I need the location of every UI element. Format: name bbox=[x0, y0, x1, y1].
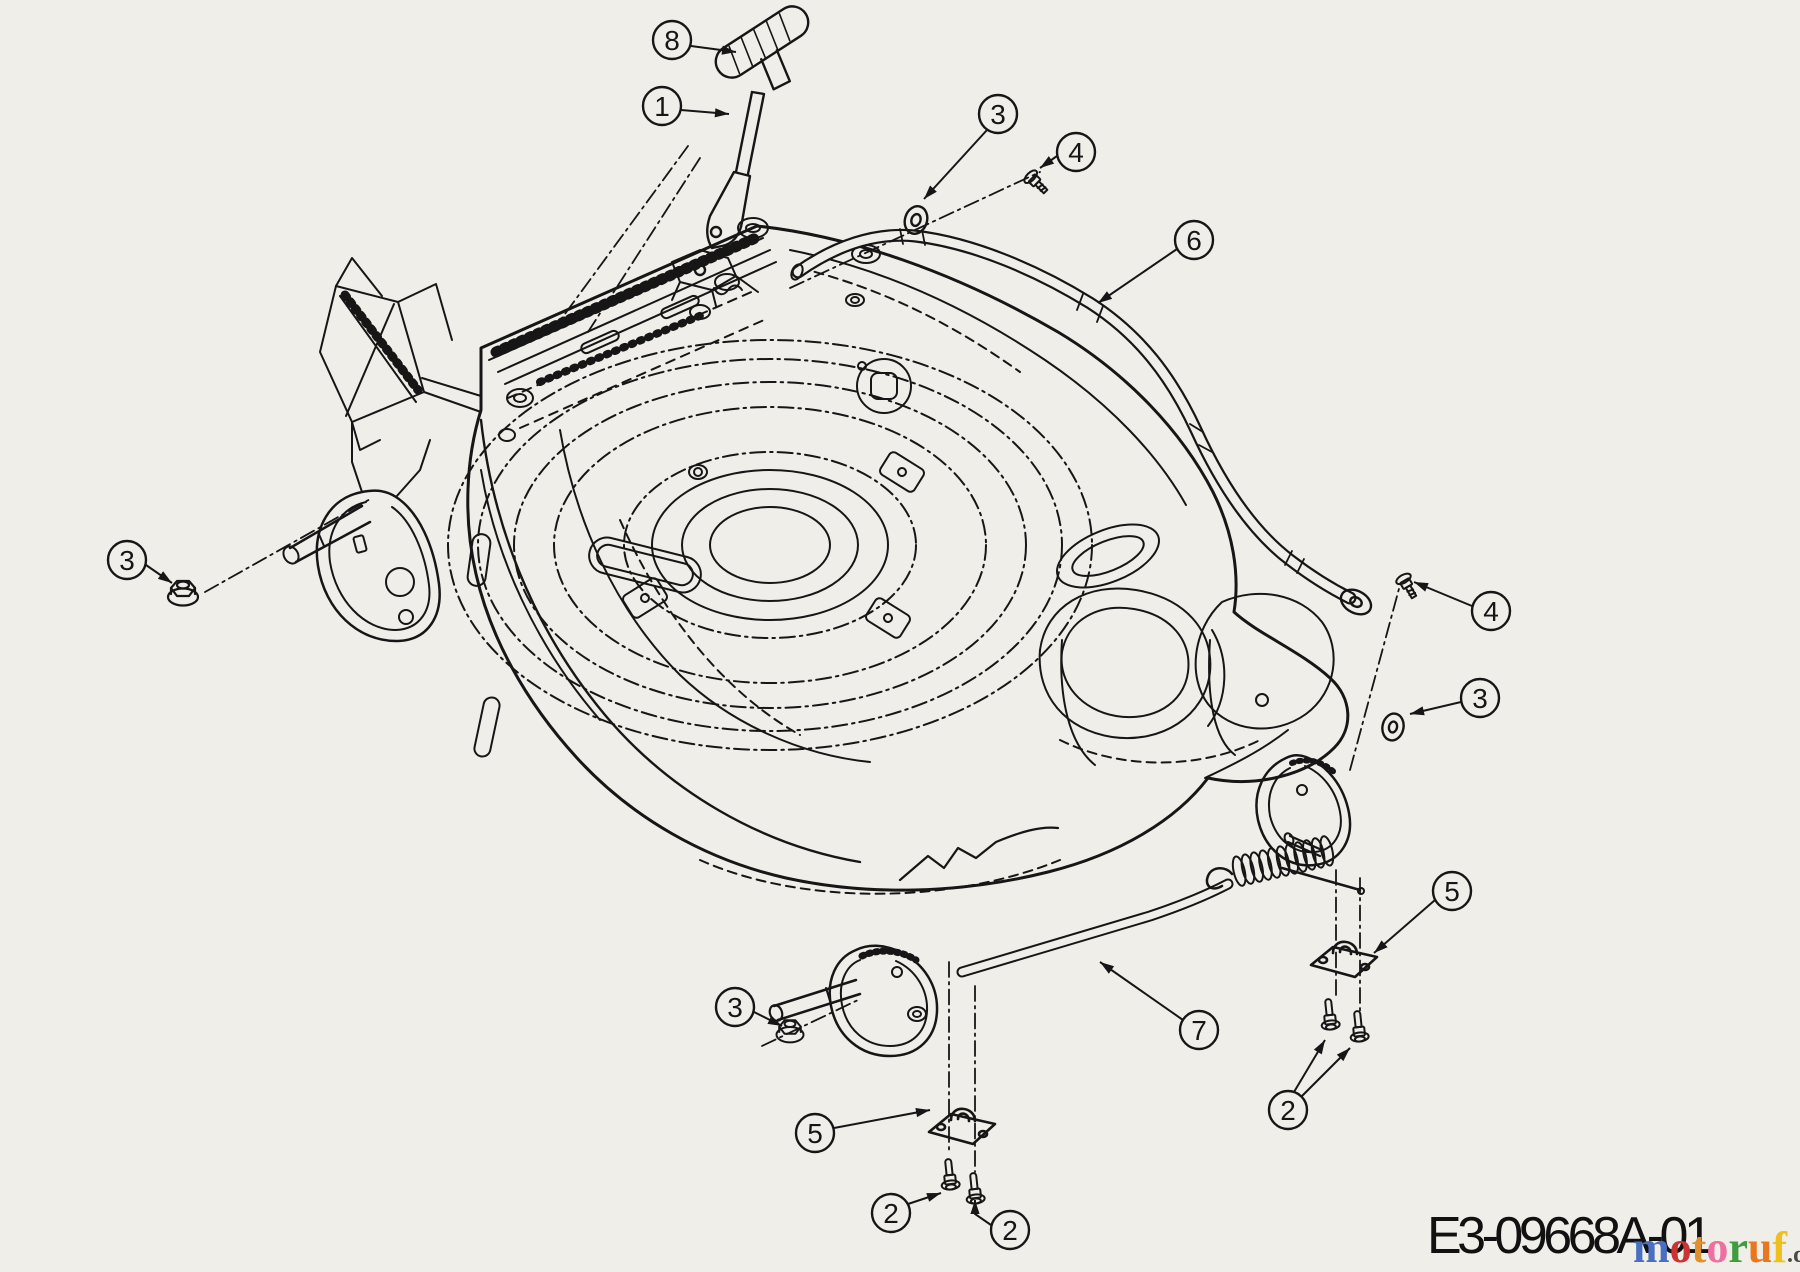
lower-rod-assembly bbox=[768, 753, 1365, 1058]
callout-3: 3 bbox=[1409, 677, 1501, 719]
callout-circle bbox=[1459, 677, 1501, 719]
callout-circle bbox=[870, 1192, 912, 1234]
callout-circle bbox=[1267, 1089, 1309, 1131]
callout-circle bbox=[989, 1209, 1031, 1251]
shift-lever bbox=[561, 90, 766, 333]
handle-bracket bbox=[204, 257, 482, 643]
callout-number: 5 bbox=[807, 1118, 823, 1149]
callout-number: 5 bbox=[1444, 876, 1460, 907]
rear-housing bbox=[1038, 523, 1335, 779]
callout-number: 2 bbox=[1280, 1095, 1296, 1126]
callout-number: 3 bbox=[727, 992, 743, 1023]
callout-5: 5 bbox=[1373, 870, 1473, 954]
callouts-layer: 8 1 3 4 6 3 4 3 5 3 7 2 5 2 2 bbox=[106, 19, 1512, 1251]
callout-circle bbox=[1470, 590, 1512, 632]
hardware bbox=[166, 167, 1422, 1206]
callout-number: 3 bbox=[1472, 683, 1488, 714]
callout-2: 2 bbox=[1267, 1039, 1351, 1131]
callout-number: 6 bbox=[1186, 225, 1202, 256]
deck-details bbox=[466, 217, 912, 758]
callout-circle bbox=[977, 93, 1019, 135]
callout-circle bbox=[641, 85, 683, 127]
callout-number: 2 bbox=[1002, 1215, 1018, 1246]
handle-rod bbox=[790, 228, 1373, 616]
callout-circle bbox=[714, 986, 756, 1028]
callout-circle bbox=[1178, 1009, 1220, 1051]
callout-2: 2 bbox=[970, 1200, 1031, 1251]
callout-number: 1 bbox=[654, 91, 670, 122]
blade-hub-rings bbox=[447, 339, 1093, 751]
washer-right bbox=[1381, 712, 1405, 742]
callout-circle bbox=[1055, 131, 1097, 173]
callout-4: 4 bbox=[1039, 131, 1097, 173]
center-lines bbox=[761, 171, 1401, 1173]
part-number: E3-09668A-01 bbox=[1427, 1207, 1711, 1265]
callout-number: 7 bbox=[1191, 1015, 1207, 1046]
watermark: motoruf.de bbox=[1633, 1223, 1800, 1272]
callout-circle bbox=[1173, 219, 1215, 261]
callout-circle bbox=[1431, 870, 1473, 912]
callout-number: 4 bbox=[1068, 137, 1084, 168]
washer-top bbox=[903, 205, 929, 235]
callout-circle bbox=[651, 19, 693, 61]
callout-6: 6 bbox=[1097, 219, 1215, 304]
callout-8: 8 bbox=[651, 19, 737, 61]
callout-number: 2 bbox=[883, 1198, 899, 1229]
callout-2: 2 bbox=[870, 1192, 942, 1234]
callout-number: 4 bbox=[1483, 596, 1499, 627]
knob bbox=[714, 5, 810, 91]
callout-4: 4 bbox=[1413, 581, 1512, 632]
deck-housing bbox=[466, 224, 1350, 895]
callout-circle bbox=[106, 539, 148, 581]
callout-circle bbox=[794, 1112, 836, 1154]
callout-number: 3 bbox=[990, 99, 1006, 130]
callout-3: 3 bbox=[106, 539, 173, 584]
callout-number: 3 bbox=[119, 545, 135, 576]
callout-3: 3 bbox=[923, 93, 1019, 200]
callout-3: 3 bbox=[714, 986, 783, 1028]
callout-7: 7 bbox=[1099, 961, 1220, 1051]
callout-number: 8 bbox=[664, 25, 680, 56]
callout-5: 5 bbox=[794, 1108, 931, 1154]
callout-1: 1 bbox=[641, 85, 730, 127]
